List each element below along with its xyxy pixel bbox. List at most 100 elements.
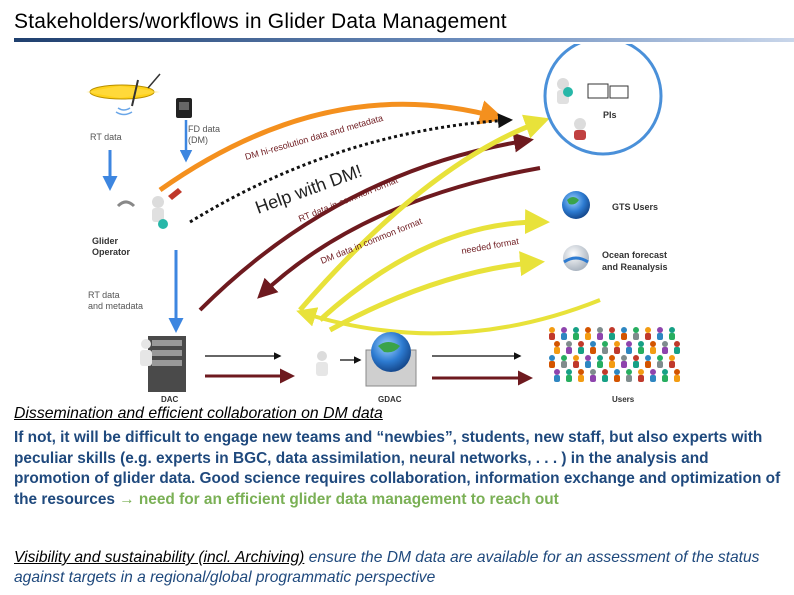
person-body: [638, 375, 644, 382]
person-body: [674, 375, 680, 382]
person-head: [645, 355, 651, 361]
section-heading-dissemination: Dissemination and efficient collaboratio…: [14, 405, 383, 422]
arc-help-dotted: [189, 113, 513, 224]
body-text: If not, it will be difficult to engage n…: [14, 429, 781, 508]
person-head: [645, 327, 651, 333]
person-body: [585, 333, 591, 340]
person-head: [650, 341, 656, 347]
arc-dm-hires-orange: [158, 100, 505, 193]
person-head: [638, 341, 644, 347]
person-body: [626, 375, 632, 382]
person-head: [626, 369, 632, 375]
person-body: [573, 333, 579, 340]
person-body: [633, 361, 639, 368]
label-fd-data: FD data(DM): [188, 124, 220, 145]
person-head: [650, 369, 656, 375]
arc-dm-common-maroon: [257, 166, 541, 299]
person-head: [549, 355, 555, 361]
person-head: [657, 355, 663, 361]
person-body: [590, 375, 596, 382]
person-head: [573, 355, 579, 361]
person-head: [597, 327, 603, 333]
visibility-lead: Visibility and sustainability (incl. Arc…: [14, 549, 305, 566]
person-body: [614, 375, 620, 382]
person-body: [669, 361, 675, 368]
section-body-dissemination: If not, it will be difficult to engage n…: [14, 428, 784, 510]
person-head: [554, 369, 560, 375]
person-head: [674, 341, 680, 347]
person-body: [554, 375, 560, 382]
person-body: [590, 347, 596, 354]
title-underline: [14, 38, 794, 42]
person-head: [549, 327, 555, 333]
person-head: [662, 341, 668, 347]
memory-card-icon: [176, 98, 192, 118]
arc-yellow-to-forecast: [328, 251, 545, 333]
person-body: [626, 347, 632, 354]
person-body: [554, 347, 560, 354]
person-body: [657, 361, 663, 368]
person-head: [602, 369, 608, 375]
users-crowd-icon: [549, 327, 680, 382]
person-head: [590, 341, 596, 347]
person-head: [657, 327, 663, 333]
person-head: [573, 327, 579, 333]
person-head: [626, 341, 632, 347]
person-body: [549, 333, 555, 340]
glider-icon: [86, 73, 161, 116]
person-head: [621, 327, 627, 333]
arc-yellow-to-pis: [298, 114, 550, 312]
worker-figure-icon: [316, 351, 328, 376]
gdac-globe-icon: [365, 332, 417, 387]
person-body: [657, 333, 663, 340]
person-body: [650, 347, 656, 354]
person-head: [633, 327, 639, 333]
person-head: [585, 355, 591, 361]
section-visibility: Visibility and sustainability (incl. Arc…: [14, 548, 784, 588]
page-title: Stakeholders/workflows in Glider Data Ma…: [14, 10, 507, 33]
person-head: [566, 369, 572, 375]
label-dm-hires: DM hi-resolution data and metadata: [244, 113, 384, 162]
person-body: [549, 361, 555, 368]
person-body: [662, 375, 668, 382]
label-pis: PIs: [603, 110, 617, 120]
monitor-icon: [587, 83, 609, 99]
person-head: [561, 355, 567, 361]
person-body: [561, 333, 567, 340]
person-head: [614, 341, 620, 347]
person-body: [614, 347, 620, 354]
person-body: [597, 333, 603, 340]
label-needed-format: needed format: [461, 236, 520, 256]
pis-group: [543, 44, 663, 156]
person-body: [662, 347, 668, 354]
person-head: [578, 341, 584, 347]
person-head: [578, 369, 584, 375]
person-head: [614, 369, 620, 375]
person-head: [561, 327, 567, 333]
person-head: [609, 355, 615, 361]
person-body: [621, 333, 627, 340]
person-body: [633, 333, 639, 340]
arc-yellow-to-gts: [318, 209, 550, 322]
globe-icon: [562, 191, 590, 219]
person-body: [609, 333, 615, 340]
person-body: [621, 361, 627, 368]
person-body: [566, 375, 572, 382]
person-body: [674, 347, 680, 354]
highlight-text: → need for an efficient glider data mana…: [119, 490, 559, 508]
person-head: [554, 341, 560, 347]
label-gdac: GDAC: [378, 395, 402, 404]
person-body: [573, 361, 579, 368]
person-head: [590, 369, 596, 375]
forecast-swirl: [563, 256, 589, 264]
continent-shape: [567, 197, 579, 205]
dac-server-icon: [140, 336, 186, 392]
glider-operator-icon: [116, 188, 182, 229]
person-head: [597, 355, 603, 361]
label-users: Users: [612, 395, 635, 404]
label-gts-users: GTS Users: [612, 202, 658, 212]
person-body: [669, 333, 675, 340]
